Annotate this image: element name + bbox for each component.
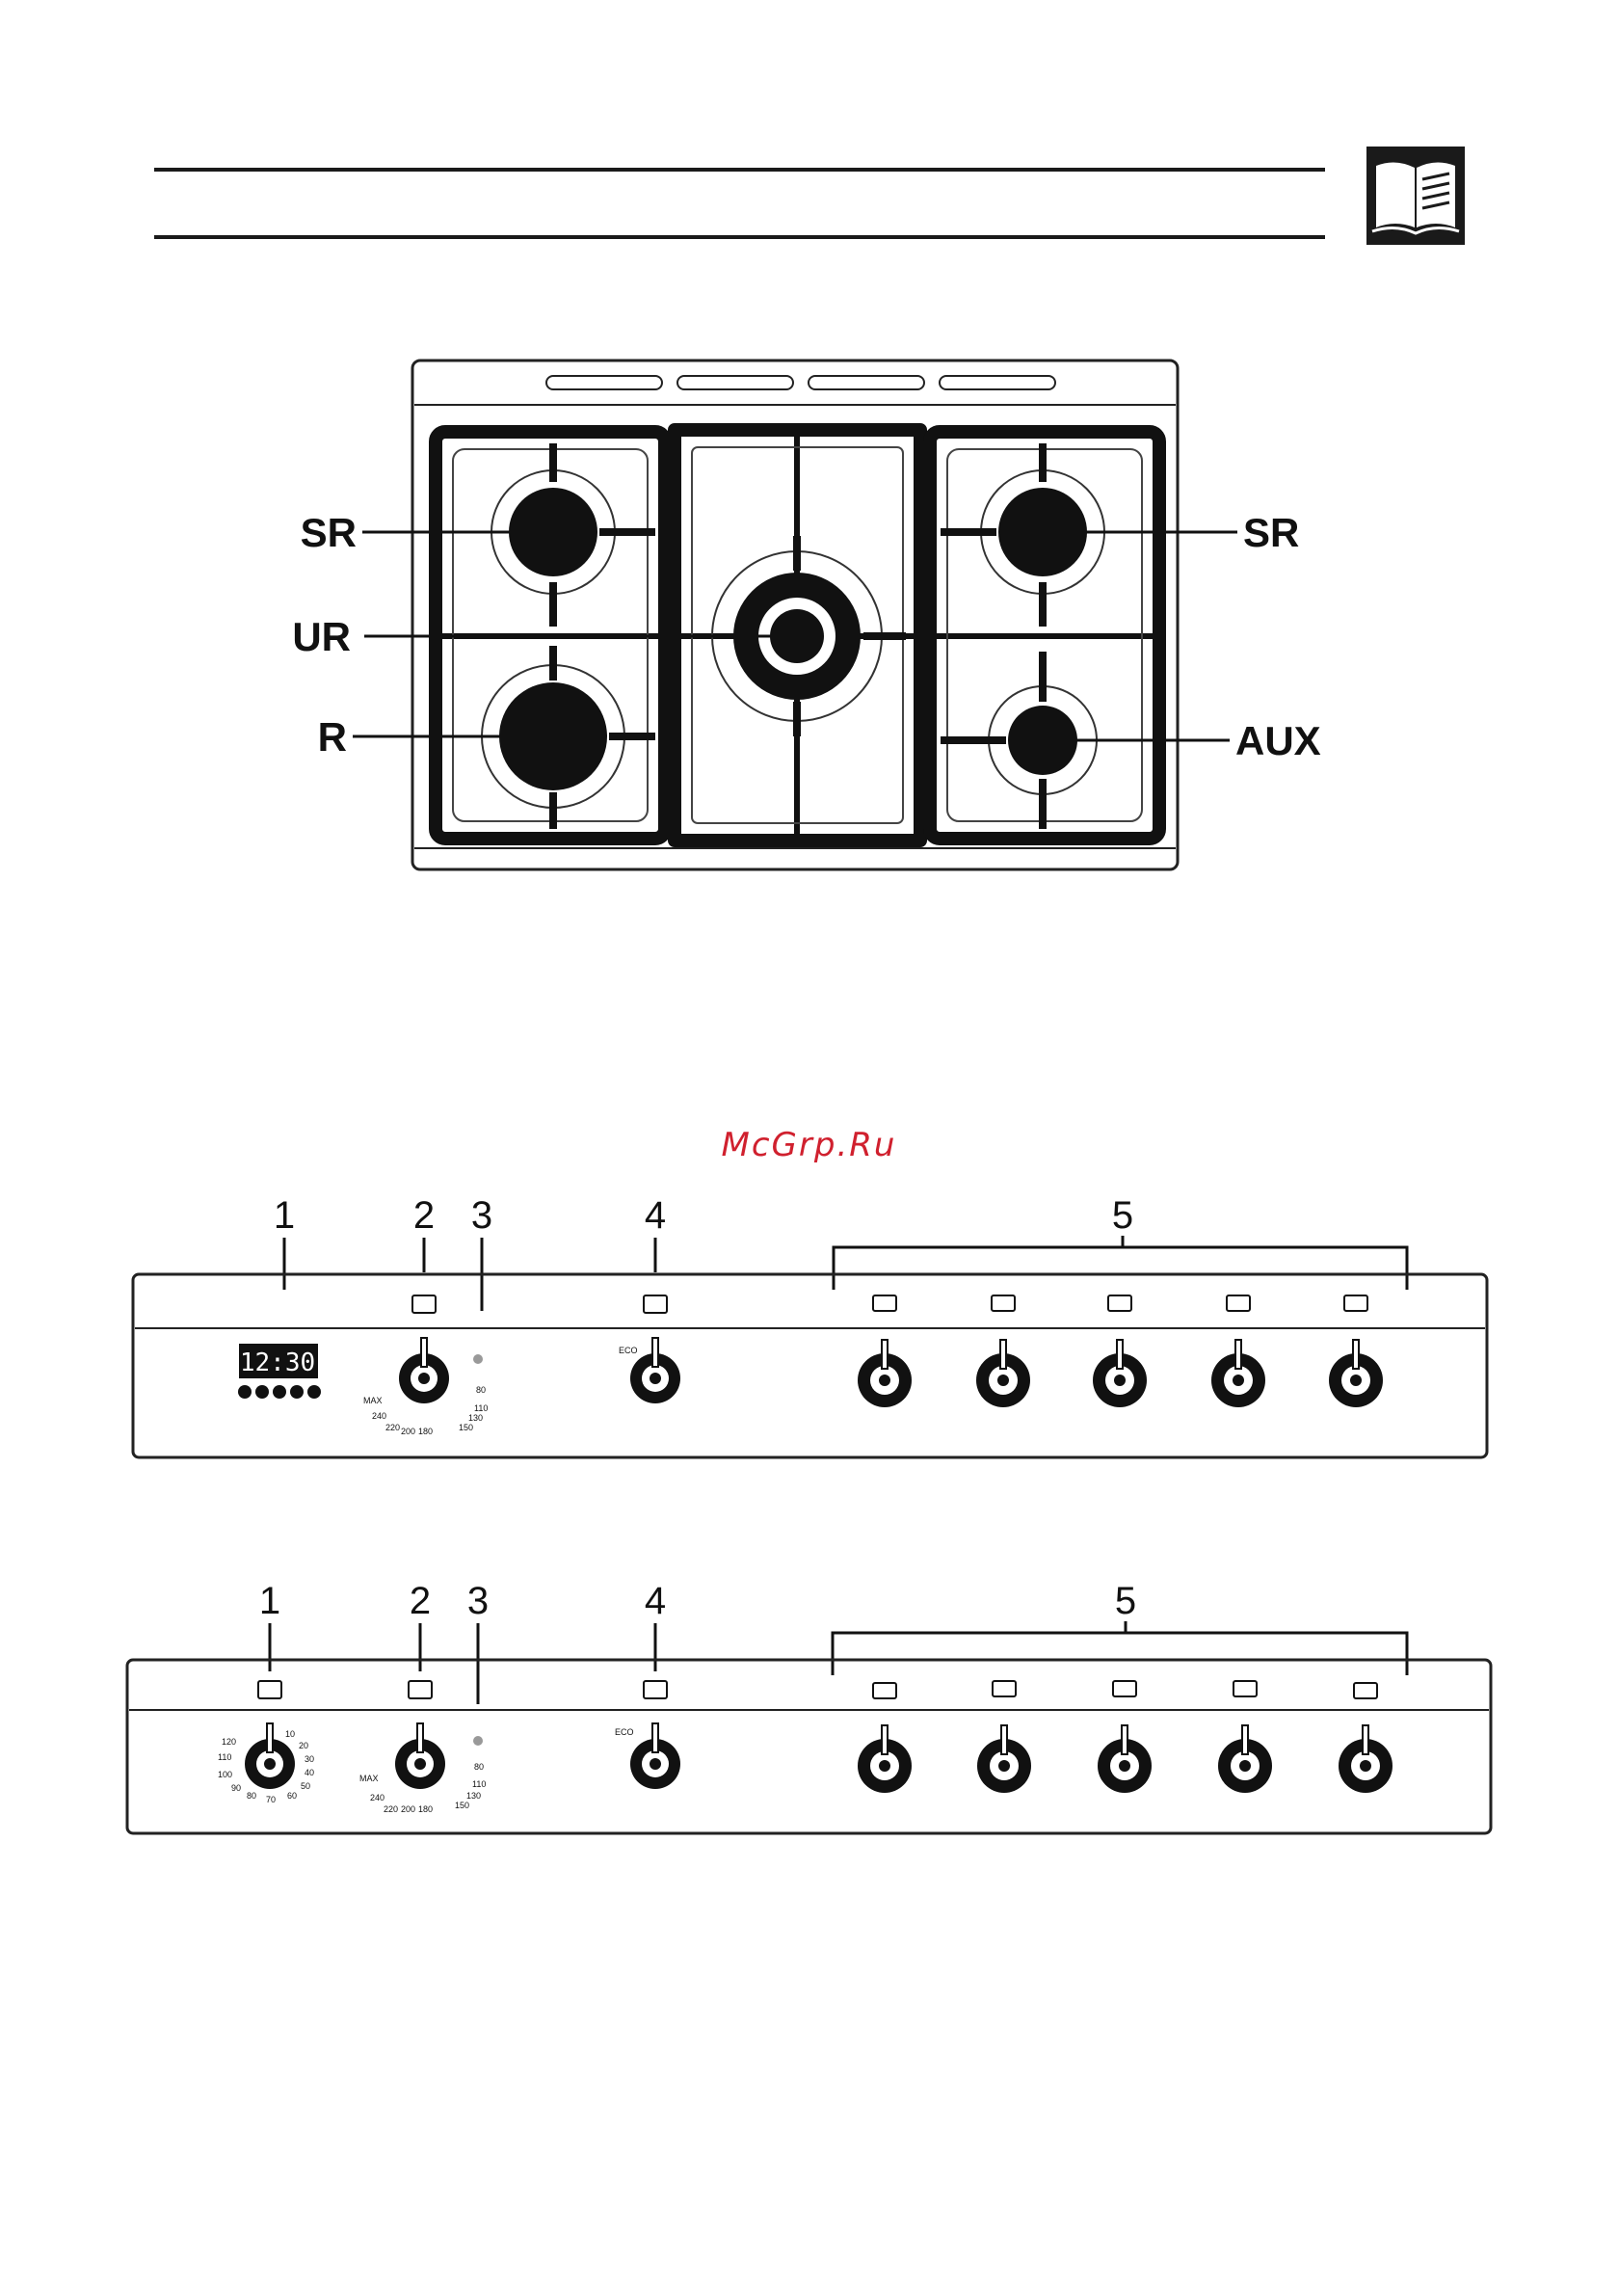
clock-button[interactable] xyxy=(290,1385,304,1399)
svg-text:80: 80 xyxy=(474,1762,484,1772)
svg-text:90: 90 xyxy=(231,1783,241,1793)
hob-diagram: SR UR R SR AUX xyxy=(289,347,1349,887)
svg-text:10: 10 xyxy=(285,1729,295,1739)
function-selector-knob[interactable] xyxy=(630,1338,680,1403)
svg-text:200: 200 xyxy=(401,1427,415,1436)
svg-text:180: 180 xyxy=(418,1427,433,1436)
oven-indicator-light xyxy=(473,1354,483,1364)
clock-button[interactable] xyxy=(307,1385,321,1399)
callout-4: 4 xyxy=(645,1580,666,1622)
callout-5: 5 xyxy=(1112,1194,1133,1237)
header-rule-bottom xyxy=(154,235,1325,239)
svg-text:130: 130 xyxy=(466,1791,481,1801)
svg-text:60: 60 xyxy=(287,1791,297,1801)
svg-text:130: 130 xyxy=(468,1413,483,1423)
svg-text:150: 150 xyxy=(455,1801,469,1810)
book-icon xyxy=(1366,147,1465,245)
svg-text:240: 240 xyxy=(372,1411,386,1421)
svg-text:240: 240 xyxy=(370,1793,385,1802)
clock-button[interactable] xyxy=(255,1385,269,1399)
burner-knob[interactable] xyxy=(1329,1295,1383,1407)
svg-text:30: 30 xyxy=(305,1754,314,1764)
thermometer-icon xyxy=(412,1295,436,1313)
burner-knob[interactable] xyxy=(977,1681,1031,1793)
svg-text:180: 180 xyxy=(418,1804,433,1814)
svg-text:MAX: MAX xyxy=(359,1774,379,1783)
timer-icon xyxy=(258,1681,281,1698)
svg-text:110: 110 xyxy=(472,1779,486,1789)
svg-text:100: 100 xyxy=(218,1770,232,1779)
label-r: R xyxy=(318,714,347,760)
callout-2: 2 xyxy=(413,1194,435,1237)
callout-5: 5 xyxy=(1115,1580,1136,1622)
svg-text:110: 110 xyxy=(474,1403,488,1413)
svg-text:110: 110 xyxy=(218,1752,231,1762)
svg-text:120: 120 xyxy=(222,1737,236,1747)
thermometer-icon xyxy=(409,1681,432,1698)
label-sr-left: SR xyxy=(301,510,357,555)
thermostat-knob[interactable] xyxy=(395,1723,445,1789)
callout-1: 1 xyxy=(259,1580,280,1622)
svg-text:40: 40 xyxy=(305,1768,314,1777)
callout-3: 3 xyxy=(467,1580,489,1622)
control-panel-bottom: 1 2 3 4 5 10 20 30 40 50 60 70 80 90 100… xyxy=(121,1571,1499,1860)
clock-button[interactable] xyxy=(273,1385,286,1399)
burner-knob[interactable] xyxy=(1339,1683,1393,1793)
svg-text:12:30: 12:30 xyxy=(240,1348,315,1377)
burner-knobs xyxy=(858,1295,1383,1407)
burner-knob[interactable] xyxy=(1093,1295,1147,1407)
callout-1: 1 xyxy=(274,1194,295,1237)
svg-text:80: 80 xyxy=(247,1791,256,1801)
svg-text:MAX: MAX xyxy=(363,1396,383,1405)
svg-text:220: 220 xyxy=(384,1804,398,1814)
label-sr-right: SR xyxy=(1243,510,1299,555)
burner-knob[interactable] xyxy=(858,1295,912,1407)
oven-function-icon xyxy=(644,1295,667,1313)
svg-text:200: 200 xyxy=(401,1804,415,1814)
label-aux: AUX xyxy=(1235,718,1321,763)
svg-text:220: 220 xyxy=(385,1423,400,1432)
svg-text:80: 80 xyxy=(476,1385,486,1395)
svg-text:ECO: ECO xyxy=(615,1727,634,1737)
burner-knobs xyxy=(858,1681,1393,1793)
callout-3: 3 xyxy=(471,1194,492,1237)
clock-buttons xyxy=(238,1385,321,1399)
watermark: McGrp.Ru xyxy=(0,1126,1618,1164)
svg-text:150: 150 xyxy=(459,1423,473,1432)
svg-text:20: 20 xyxy=(299,1741,308,1750)
header-rule-top xyxy=(154,168,1325,172)
oven-indicator-light xyxy=(473,1736,483,1746)
control-panel-top: 1 2 3 4 5 12:30 MAX 80 110 130 150 180 2… xyxy=(125,1186,1494,1475)
clock-button[interactable] xyxy=(238,1385,252,1399)
callout-4: 4 xyxy=(645,1194,666,1237)
burner-knob[interactable] xyxy=(1098,1681,1152,1793)
burner-knob[interactable] xyxy=(1211,1295,1265,1407)
callout-2: 2 xyxy=(410,1580,431,1622)
function-selector-knob[interactable] xyxy=(630,1723,680,1789)
label-ur: UR xyxy=(292,614,351,659)
oven-function-icon xyxy=(644,1681,667,1698)
svg-text:50: 50 xyxy=(301,1781,310,1791)
burner-knob[interactable] xyxy=(976,1295,1030,1407)
burner-knob[interactable] xyxy=(858,1683,912,1793)
thermostat-knob[interactable] xyxy=(399,1338,449,1403)
clock-display: 12:30 xyxy=(239,1344,318,1378)
svg-text:ECO: ECO xyxy=(619,1346,638,1355)
svg-text:70: 70 xyxy=(266,1795,276,1804)
burner-knob[interactable] xyxy=(1218,1681,1272,1793)
